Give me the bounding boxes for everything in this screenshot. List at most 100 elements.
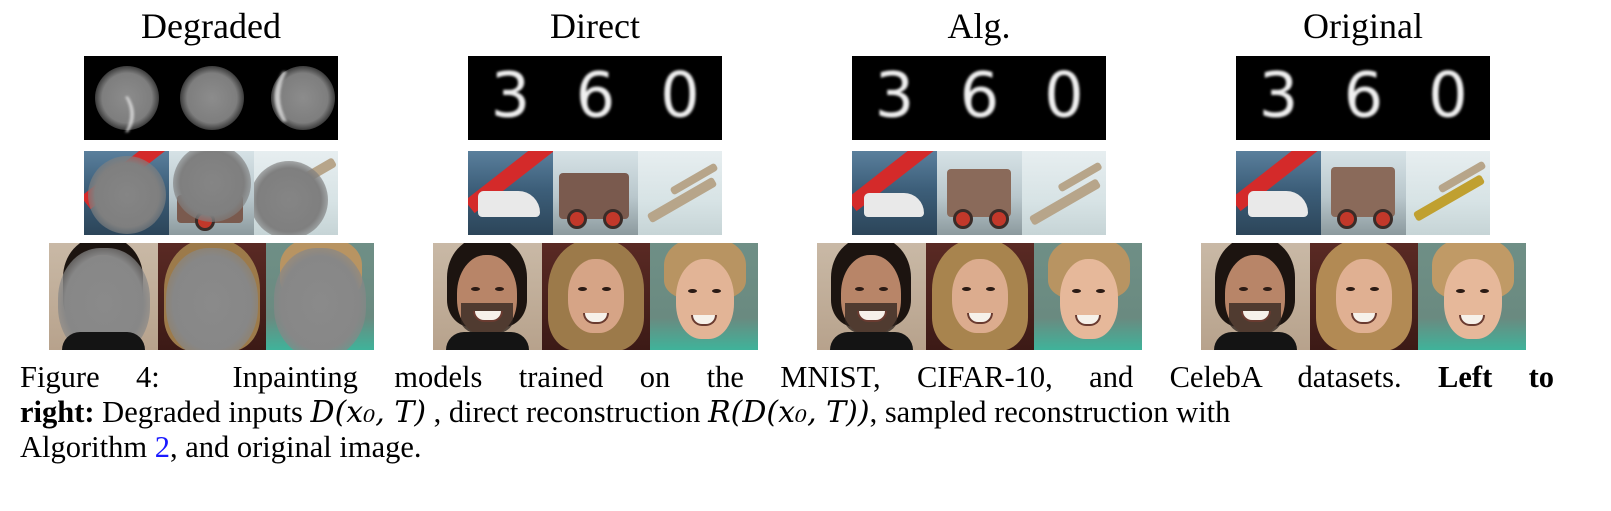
eye [578, 287, 587, 291]
inpaint-mask [270, 66, 335, 130]
celeba-alg-panel [817, 243, 1142, 350]
inpaint-mask [87, 155, 166, 234]
math-direct: R(D(x₀, T)) [708, 395, 870, 430]
mnist-tile: ) [84, 56, 169, 140]
column-title-original: Original [1303, 6, 1423, 46]
mnist-tile: 0 [1022, 56, 1106, 140]
cifar-plane-image [1406, 151, 1490, 235]
digit: 0 [660, 58, 700, 132]
cifar-truck-image [169, 151, 254, 235]
digit: 0 [1044, 58, 1084, 132]
celeba-face-image [817, 243, 926, 350]
truck-body [1331, 167, 1395, 217]
cifar-truck-image [553, 151, 638, 235]
cifar-direct-panel [468, 151, 722, 235]
digit: 3 [490, 58, 531, 132]
eye [1456, 289, 1465, 293]
cifar-original-panel [1236, 151, 1490, 235]
celeba-face-image [1201, 243, 1310, 350]
cifar-truck-image [937, 151, 1022, 235]
cifar-truck-image [1321, 151, 1406, 235]
eye [1263, 287, 1272, 291]
digit: 6 [1343, 58, 1384, 132]
mnist-tile: 3 [852, 56, 937, 140]
caption-text: , and original image. [169, 430, 422, 464]
mnist-tile: 3 [1236, 56, 1321, 140]
inpaint-mask [172, 151, 251, 222]
eye [986, 287, 995, 291]
caption-bold: right: [20, 395, 95, 429]
eye [879, 287, 888, 291]
inpaint-mask [254, 160, 329, 235]
wheel [1373, 209, 1393, 229]
celeba-face-image [158, 243, 266, 350]
inpaint-mask [274, 247, 366, 350]
eye [855, 287, 864, 291]
cifar-boat-image [1236, 151, 1321, 235]
digit: 6 [575, 58, 616, 132]
celeba-face-image [542, 243, 650, 350]
mnist-original-panel: 3 6 0 [1236, 56, 1490, 140]
caption-line-3: Algorithm 2, and original image. [20, 430, 1554, 465]
column-title-alg: Alg. [947, 6, 1011, 46]
algorithm-link[interactable]: 2 [154, 430, 170, 464]
column-title-degraded: Degraded [141, 6, 281, 46]
wheel [989, 209, 1009, 229]
boat-hull [478, 191, 540, 217]
celeba-face-image [49, 243, 158, 350]
eye [712, 289, 721, 293]
wheel [953, 209, 973, 229]
celeba-face-image [266, 243, 374, 350]
eye [962, 287, 971, 291]
wheel [567, 209, 587, 229]
caption-text: Algorithm [20, 430, 148, 464]
digit: 3 [1258, 58, 1299, 132]
eye [1239, 287, 1248, 291]
mnist-tile: 6 [553, 56, 638, 140]
figure-label: Figure 4: [20, 360, 160, 394]
shirt [446, 332, 529, 350]
figure-caption: Figure 4: Inpainting models trained on t… [20, 360, 1554, 465]
wheel [603, 209, 623, 229]
wheel [1337, 209, 1357, 229]
celeba-face-image [1310, 243, 1418, 350]
boat-hull [1248, 191, 1308, 217]
mnist-degraded-panel: ) ( [84, 56, 338, 140]
mnist-tile: ( [254, 56, 338, 140]
inpaint-mask [166, 247, 258, 350]
digit-stroke: ( [269, 62, 292, 128]
digit: 3 [874, 58, 915, 132]
caption-text: Inpainting models trained on the MNIST, … [232, 360, 1402, 394]
eye [495, 287, 504, 291]
cifar-boat-image [84, 151, 169, 235]
boat-hull [864, 193, 924, 217]
inpaint-mask [94, 66, 159, 130]
eye [1096, 289, 1105, 293]
eye [471, 287, 480, 291]
caption-line-2: right: Degraded inputs D(x₀, T) , direct… [20, 395, 1554, 430]
eye [602, 287, 611, 291]
inpaint-mask [179, 66, 244, 130]
cifar-plane-image [638, 151, 722, 235]
celeba-degraded-panel [49, 243, 374, 350]
mnist-tile: 0 [638, 56, 722, 140]
celeba-face-image [1418, 243, 1526, 350]
caption-text: , direct reconstruction [433, 395, 701, 429]
mnist-tile: 0 [1406, 56, 1490, 140]
cifar-boat-image [852, 151, 937, 235]
shirt [62, 332, 145, 350]
celeba-direct-panel [433, 243, 758, 350]
cifar-alg-panel [852, 151, 1106, 235]
digit: 6 [959, 58, 1000, 132]
column-title-direct: Direct [550, 6, 640, 46]
caption-line-1: Figure 4: Inpainting models trained on t… [20, 360, 1554, 395]
mnist-tile: 6 [1321, 56, 1406, 140]
eye [1072, 289, 1081, 293]
mnist-alg-panel: 3 6 0 [852, 56, 1106, 140]
cifar-boat-image [468, 151, 553, 235]
eye [1346, 287, 1355, 291]
cifar-degraded-panel [84, 151, 338, 235]
caption-text: , sampled reconstruction with [869, 395, 1231, 429]
mnist-tile [169, 56, 254, 140]
cifar-plane-image [1022, 151, 1106, 235]
